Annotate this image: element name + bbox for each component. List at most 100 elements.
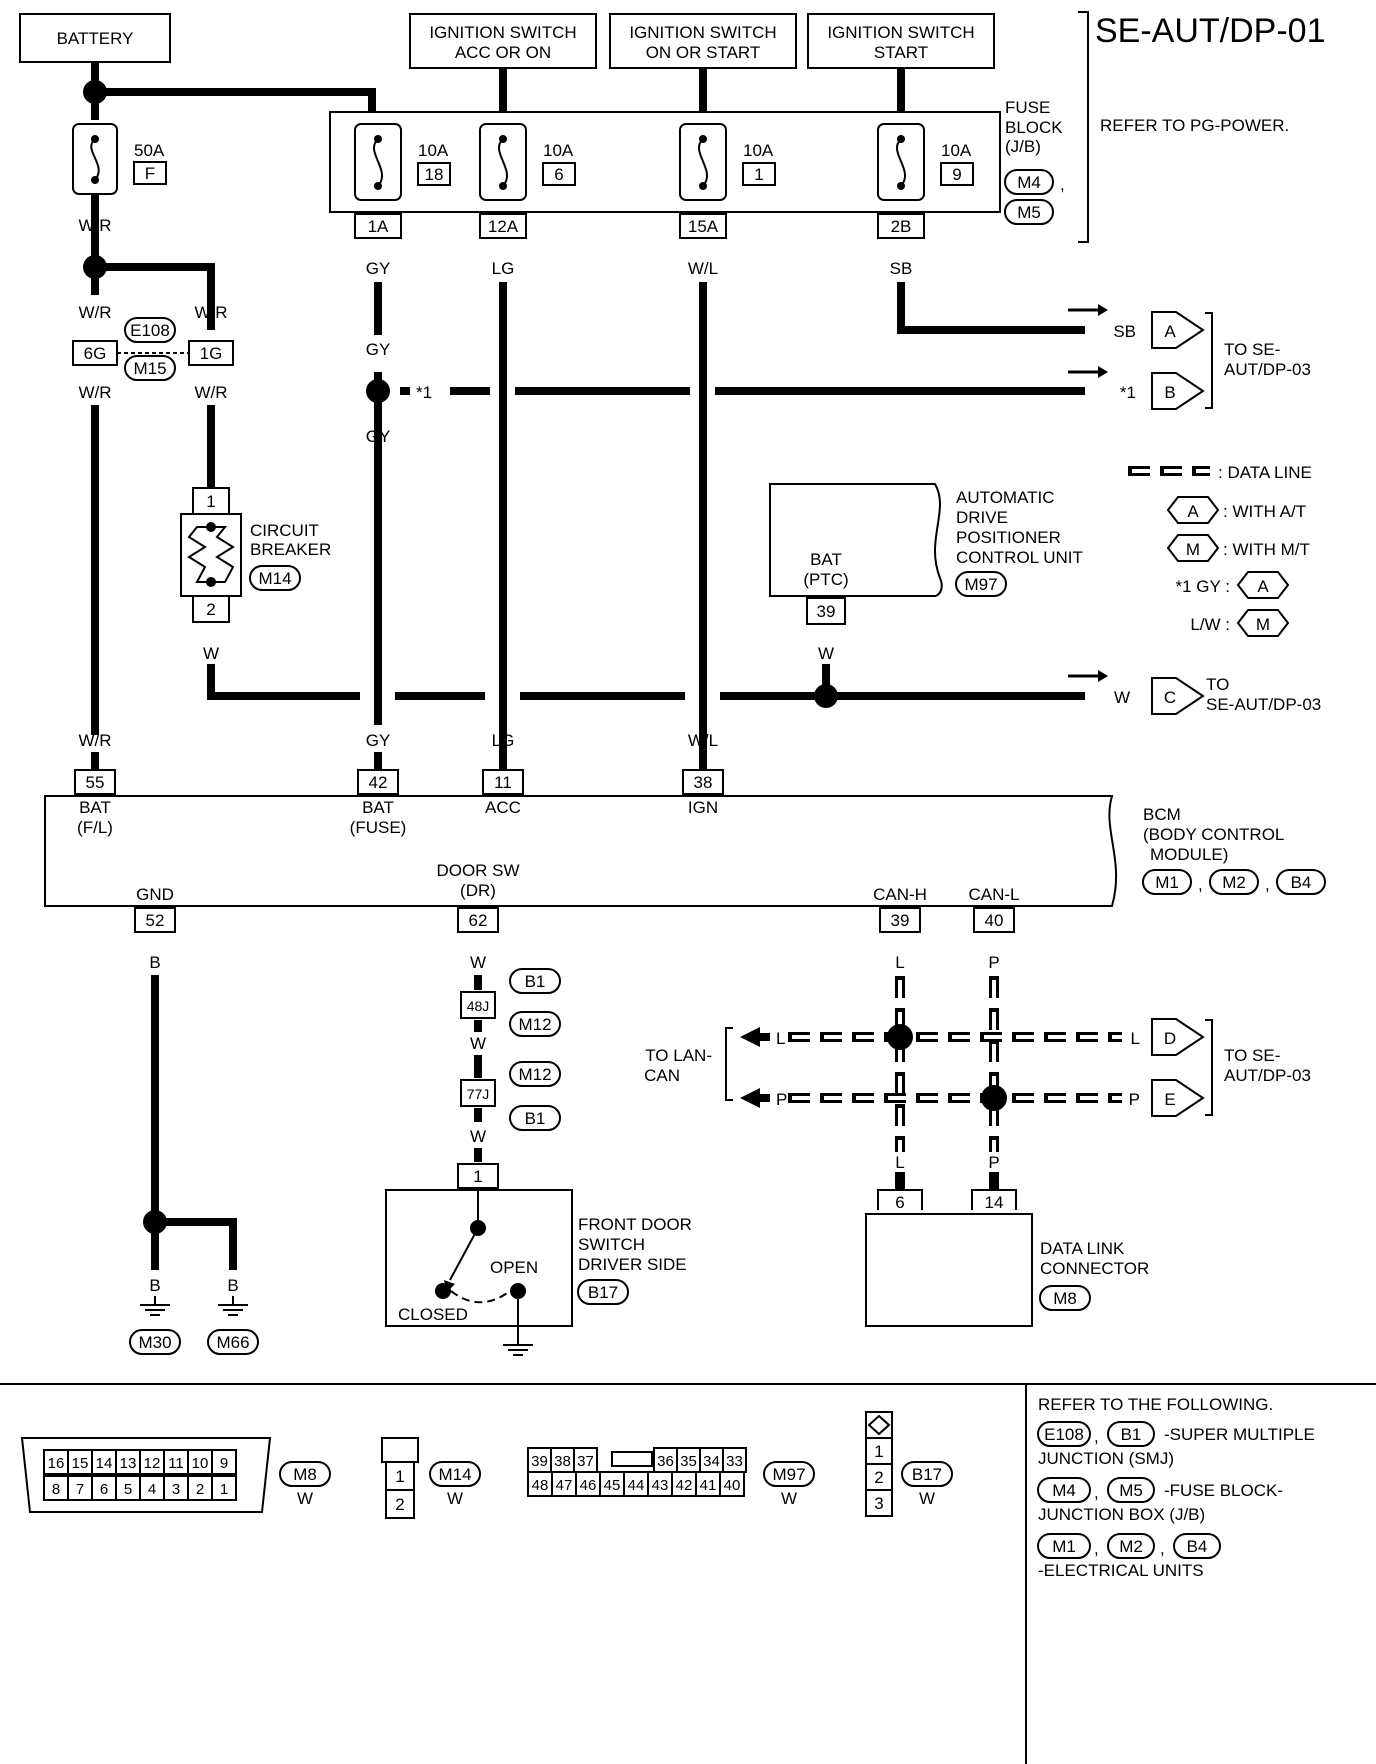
m8-pin-10: 10	[192, 1455, 209, 1472]
fuse1-amp: 10A	[418, 141, 449, 160]
legend-a: A	[1187, 502, 1199, 521]
m8-pin-15: 15	[72, 1455, 89, 1472]
bcm-pin-39: 39	[891, 911, 910, 930]
fuse2-amp: 10A	[543, 141, 574, 160]
m97-pin-40: 40	[724, 1477, 741, 1494]
refer-m2: M2	[1119, 1537, 1143, 1556]
m8-pin-8: 8	[52, 1481, 60, 1498]
refer-m1: M1	[1052, 1537, 1076, 1556]
refer-jb-l1: -FUSE BLOCK-	[1164, 1481, 1283, 1500]
lan-l2: CAN	[644, 1066, 680, 1085]
adp-term-l2: (PTC)	[803, 570, 848, 589]
bcm-pin-40: 40	[985, 911, 1004, 930]
refer-smj-l2: JUNCTION (SMJ)	[1038, 1449, 1174, 1468]
door-sw-closed: CLOSED	[398, 1305, 468, 1324]
wire-wl-1: W/L	[688, 259, 718, 278]
bcm-t11: ACC	[485, 798, 521, 817]
ign-acc-box	[409, 13, 597, 69]
bcm-pin-11: 11	[494, 773, 512, 792]
door-sw-conn: B17	[588, 1283, 618, 1302]
bcm-wire-lg: LG	[492, 731, 515, 750]
fuse4-amp: 10A	[941, 141, 972, 160]
can-h-wire-2: L	[895, 1153, 904, 1172]
wire-gy-3: GY	[366, 427, 391, 446]
fb-pin-2b: 2B	[891, 217, 912, 236]
m97-pin-48: 48	[532, 1477, 549, 1494]
fuse2-num: 6	[554, 165, 563, 184]
m97-pin-46: 46	[580, 1477, 597, 1494]
refer-m4: M4	[1052, 1481, 1076, 1500]
battery-box	[19, 13, 171, 63]
bcm-pin-38: 38	[694, 773, 713, 792]
m8-pin-4-cell	[139, 1475, 165, 1501]
cb-l1: CIRCUIT	[250, 521, 319, 540]
ign-start-l1: IGNITION SWITCH	[827, 23, 974, 42]
bcm-door-l1: DOOR SW	[436, 861, 519, 880]
m97-pin-34: 34	[703, 1453, 720, 1470]
out-b-letter: B	[1164, 383, 1175, 402]
m97-pin-48-cell	[527, 1471, 553, 1497]
bcm-t42-l2: (FUSE)	[350, 818, 407, 837]
refer-b4: B4	[1187, 1537, 1208, 1556]
legend-lw-m: M	[1256, 615, 1270, 634]
wire-gy-2: GY	[366, 340, 391, 359]
m8-pin-1-cell	[211, 1475, 237, 1501]
m97-pin-45: 45	[604, 1477, 621, 1494]
door-sw-open: OPEN	[490, 1258, 538, 1277]
jc-pin-6g: 6G	[84, 344, 107, 363]
svg-text:,: ,	[1265, 875, 1270, 894]
wire-gy-1: GY	[366, 259, 391, 278]
door-conn-b1-a: B1	[525, 972, 546, 991]
ign-acc-l2: ACC OR ON	[455, 43, 551, 62]
cb-conn: M14	[258, 569, 291, 588]
m8-pin-12-cell	[139, 1449, 165, 1475]
refer-e108: E108	[1044, 1425, 1084, 1444]
m8-color: W	[297, 1489, 313, 1508]
m97-pin-47-cell	[551, 1471, 577, 1497]
star1-label: *1	[416, 383, 432, 402]
m97-pin-35: 35	[680, 1453, 697, 1470]
b17-color: W	[919, 1489, 935, 1508]
m8-pin-6-cell	[91, 1475, 117, 1501]
m8-pin-9: 9	[220, 1455, 228, 1472]
fb-pin-1a: 1A	[368, 217, 389, 236]
door-wire-w3: W	[470, 1127, 486, 1146]
m97-key	[611, 1451, 653, 1467]
fl-amp: 50A	[134, 141, 165, 160]
b17-pin1: 1	[874, 1442, 883, 1461]
m8-pin-8-cell	[43, 1475, 69, 1501]
svg-text:,: ,	[1094, 1427, 1099, 1446]
bcm-t42-l1: BAT	[362, 798, 394, 817]
bcm-t55-l1: BAT	[79, 798, 111, 817]
m8-pin-1: 1	[220, 1481, 228, 1498]
door-sw-l2: SWITCH	[578, 1235, 645, 1254]
refer-m5: M5	[1119, 1481, 1143, 1500]
dlc-box	[865, 1213, 1033, 1327]
ign-on-l2: ON OR START	[646, 43, 761, 62]
adp-pin: 39	[817, 602, 836, 621]
to-dp03-ab-l2: AUT/DP-03	[1224, 360, 1311, 379]
wire-lg-1: LG	[492, 259, 515, 278]
bcm-conn-m2: M2	[1222, 873, 1246, 892]
door-wire-w2: W	[470, 1034, 486, 1053]
m97-pin-39: 39	[531, 1453, 548, 1470]
svg-text:,: ,	[1160, 1539, 1165, 1558]
refer-smj-l1: -SUPER MULTIPLE	[1164, 1425, 1315, 1444]
wire-wr-2: W/R	[78, 303, 111, 322]
lan-p: P	[776, 1090, 787, 1109]
gnd-m66: M66	[216, 1333, 249, 1352]
can-l-wire-2: P	[988, 1153, 999, 1172]
to-dp03-de-l2: AUT/DP-03	[1224, 1066, 1311, 1085]
gnd-m30: M30	[138, 1333, 171, 1352]
refer-jb-l2: JUNCTION BOX (J/B)	[1038, 1505, 1205, 1524]
bcm-pin-62: 62	[469, 911, 488, 930]
cb-l2: BREAKER	[250, 540, 331, 559]
m97-pin-47: 47	[556, 1477, 573, 1494]
m8-pin-7: 7	[76, 1481, 84, 1498]
gnd-wire-b1: B	[149, 953, 160, 972]
svg-text:,: ,	[1094, 1483, 1099, 1502]
refer-pg-power: REFER TO PG-POWER.	[1100, 116, 1289, 135]
m97-pin-43-cell	[647, 1471, 673, 1497]
door-pin-77j: 77J	[467, 1086, 490, 1102]
legend-data-line: : DATA LINE	[1218, 463, 1312, 482]
